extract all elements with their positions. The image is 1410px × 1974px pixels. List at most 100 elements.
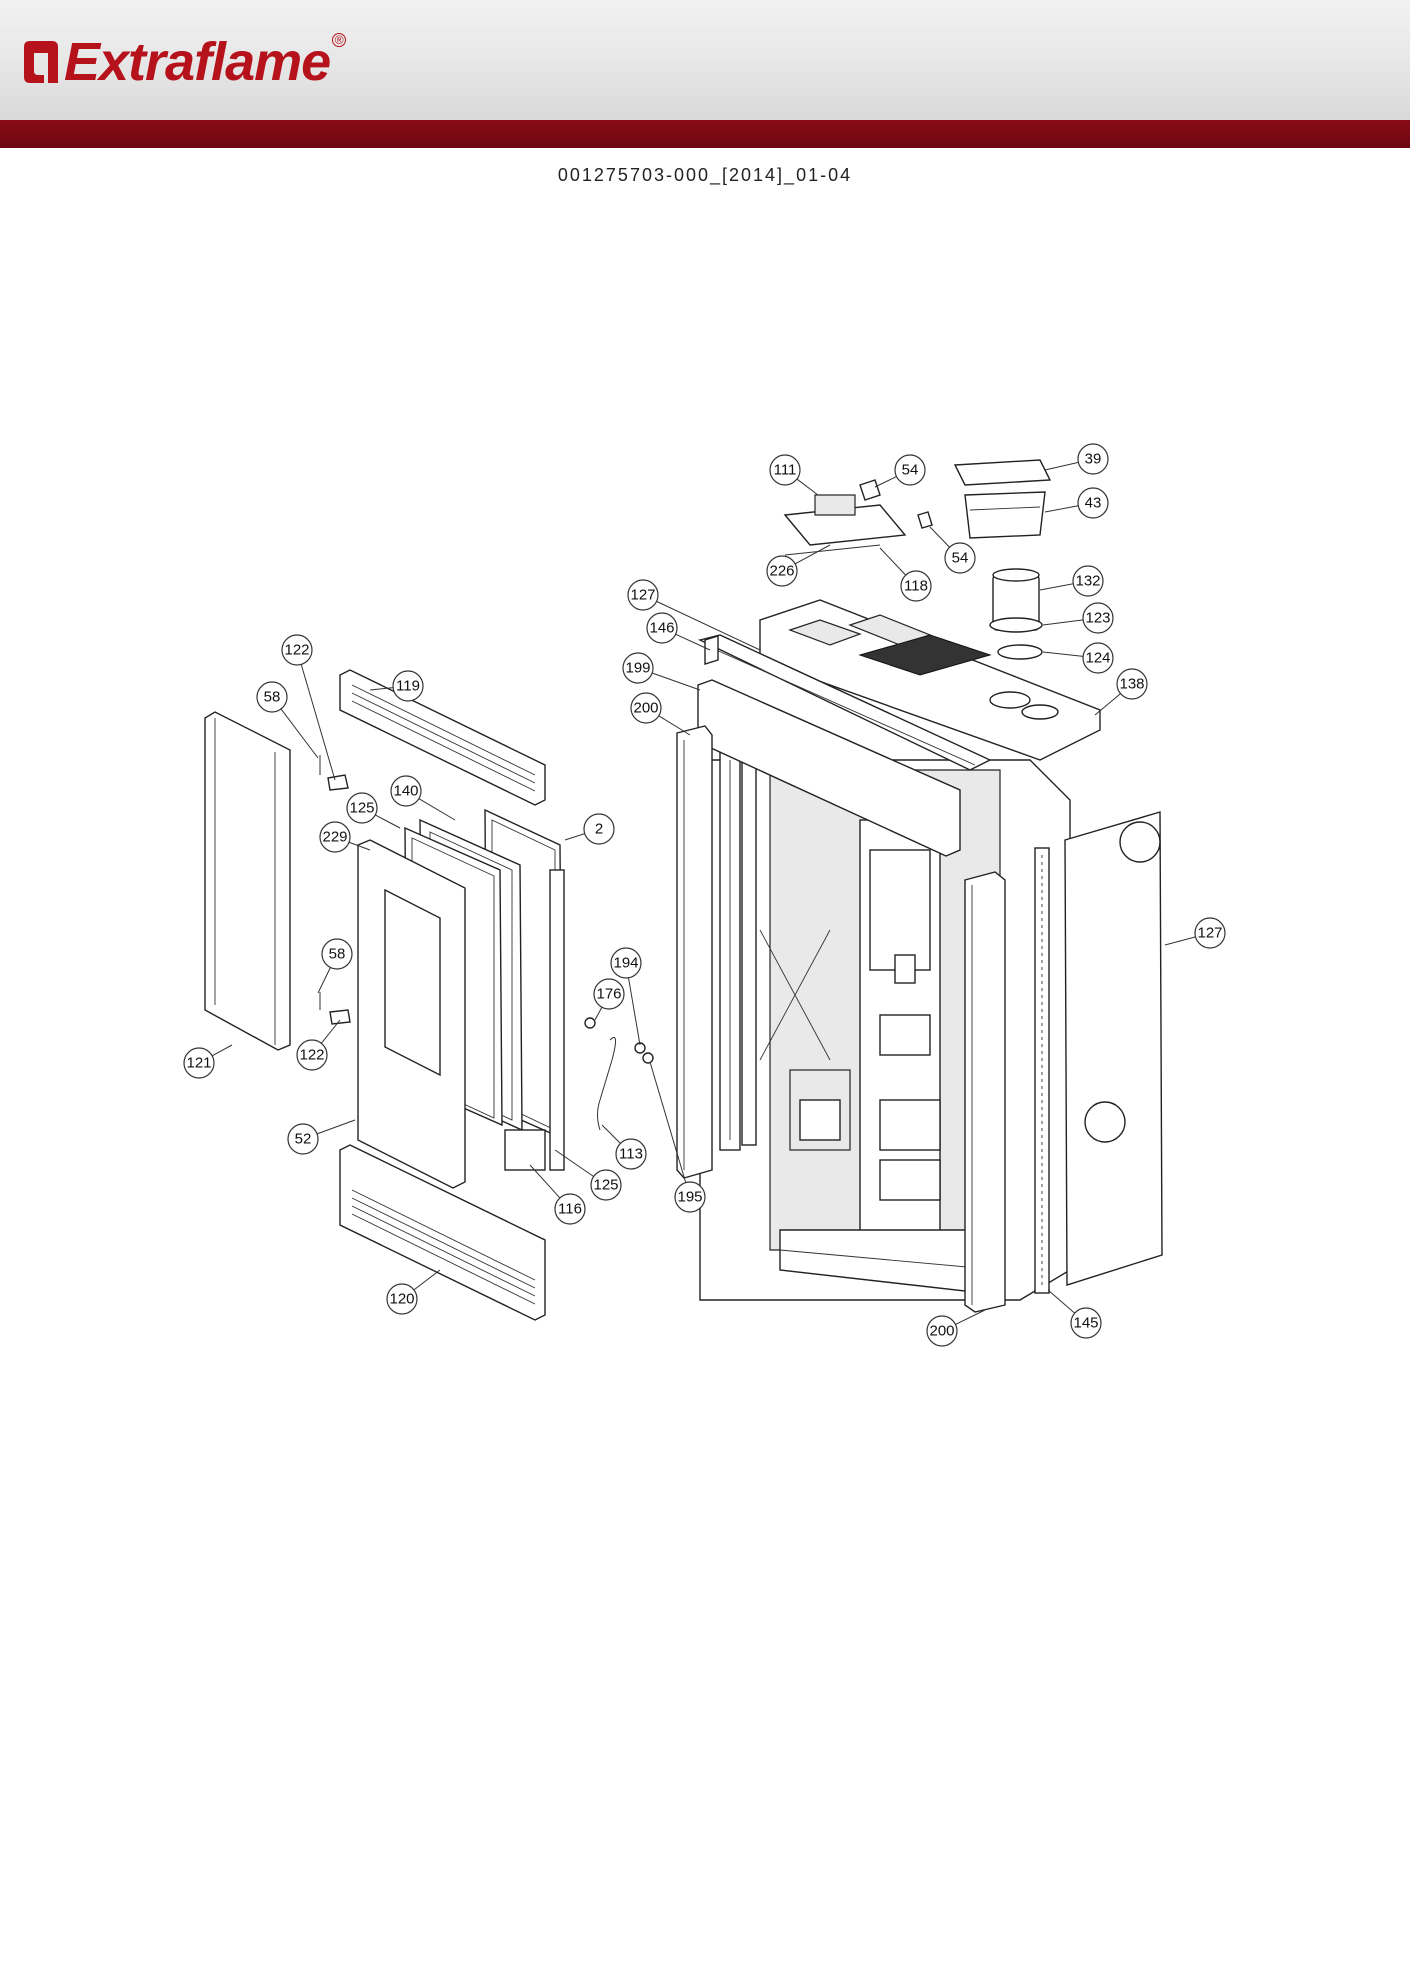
callout-229: 229 — [319, 821, 371, 853]
side-panel-part-121 — [204, 711, 291, 1051]
callout-140: 140 — [390, 775, 456, 821]
callout-number: 176 — [596, 986, 621, 1003]
callout-58a: 58 — [256, 681, 319, 759]
flame-logo-icon — [24, 41, 58, 83]
callout-number: 127 — [630, 587, 655, 604]
callout-circle — [183, 1047, 215, 1079]
callout-circle — [1077, 487, 1109, 519]
callout-number: 140 — [393, 783, 418, 800]
callout-127a: 127 — [627, 579, 761, 651]
leader-line — [658, 715, 691, 736]
side-column-part-200-left — [676, 725, 713, 1179]
callout-226: 226 — [766, 544, 831, 587]
callout-119: 119 — [369, 670, 424, 702]
callout-circle — [281, 634, 313, 666]
leader-line — [1042, 651, 1084, 657]
callout-circle — [321, 938, 353, 970]
callout-number: 199 — [625, 660, 650, 677]
callout-circle — [287, 1123, 319, 1155]
side-column-part-200-right — [964, 871, 1006, 1313]
callout-circle — [1194, 917, 1226, 949]
leader-line — [316, 1119, 356, 1135]
leader-line — [1039, 583, 1074, 591]
callout-195: 195 — [649, 1061, 706, 1213]
callout-number: 111 — [774, 462, 797, 479]
callout-number: 54 — [952, 550, 969, 567]
callout-circle — [622, 652, 654, 684]
callout-194: 194 — [610, 947, 642, 1046]
callout-number: 43 — [1085, 495, 1102, 512]
callout-145: 145 — [1047, 1289, 1102, 1339]
callout-circle — [1072, 565, 1104, 597]
callout-199: 199 — [622, 652, 701, 691]
callout-number: 132 — [1075, 573, 1100, 590]
leader-line — [1047, 1289, 1076, 1314]
callout-number: 119 — [396, 678, 420, 695]
leader-line — [1094, 693, 1121, 716]
leader-line — [320, 1019, 341, 1044]
callout-125a: 125 — [346, 792, 401, 829]
callout-58b: 58 — [317, 938, 353, 994]
callout-number: 124 — [1085, 650, 1110, 667]
callout-146: 146 — [646, 612, 711, 651]
leader-line — [929, 526, 950, 548]
leader-line — [649, 1061, 687, 1183]
callout-118: 118 — [879, 547, 932, 602]
callout-number: 123 — [1085, 610, 1110, 627]
leader-line — [300, 664, 336, 781]
leader-line — [651, 672, 701, 691]
callout-number: 113 — [619, 1146, 643, 1163]
leader-line — [874, 476, 897, 488]
callout-circle — [296, 1039, 328, 1071]
callout-124: 124 — [1042, 642, 1114, 674]
leader-line — [317, 967, 331, 994]
callout-number: 121 — [186, 1055, 211, 1072]
leader-line — [348, 841, 371, 851]
callout-circle — [769, 454, 801, 486]
callout-circle — [590, 1169, 622, 1201]
door-handle-parts — [584, 1017, 654, 1131]
leader-line — [1044, 505, 1079, 513]
leader-line — [211, 1044, 233, 1057]
hopper-lid-assembly — [783, 479, 933, 556]
leader-line — [955, 1309, 986, 1325]
callout-number: 52 — [295, 1131, 312, 1148]
callout-number: 2 — [595, 821, 603, 838]
callout-number: 54 — [902, 462, 919, 479]
callout-circle — [674, 1181, 706, 1213]
leader-line — [280, 708, 319, 759]
callout-number: 146 — [649, 620, 674, 637]
callout-number: 58 — [329, 946, 346, 963]
flue-collar — [989, 568, 1043, 660]
callout-number: 125 — [349, 800, 374, 817]
leader-line — [675, 633, 711, 651]
callout-number: 116 — [558, 1201, 582, 1218]
perforated-strip-part-145 — [1034, 847, 1050, 1294]
leader-line — [879, 547, 907, 576]
leader-line — [413, 1269, 441, 1291]
page-header: Extraflame ® — [0, 0, 1410, 120]
callout-number: 39 — [1085, 451, 1102, 468]
door-glass-part-52 — [357, 839, 466, 1189]
callout-number: 127 — [1197, 925, 1222, 942]
callout-54b: 54 — [929, 526, 976, 574]
callout-number: 200 — [633, 700, 658, 717]
leader-line — [1164, 936, 1196, 946]
side-panel-part-127 — [1064, 811, 1163, 1286]
callout-number: 122 — [284, 642, 309, 659]
callout-circle — [1082, 602, 1114, 634]
leader-line — [554, 1149, 594, 1177]
callout-circle — [630, 692, 662, 724]
callout-circle — [346, 792, 378, 824]
callout-43: 43 — [1044, 487, 1109, 519]
callout-39: 39 — [1044, 443, 1109, 475]
callout-200b: 200 — [926, 1309, 986, 1347]
callout-132: 132 — [1039, 565, 1104, 597]
registered-mark: ® — [332, 33, 347, 47]
hinge-parts — [319, 755, 351, 1025]
callout-120: 120 — [386, 1269, 441, 1315]
leader-line — [1042, 619, 1084, 626]
leader-line — [628, 977, 641, 1046]
callout-111: 111 — [769, 454, 819, 496]
